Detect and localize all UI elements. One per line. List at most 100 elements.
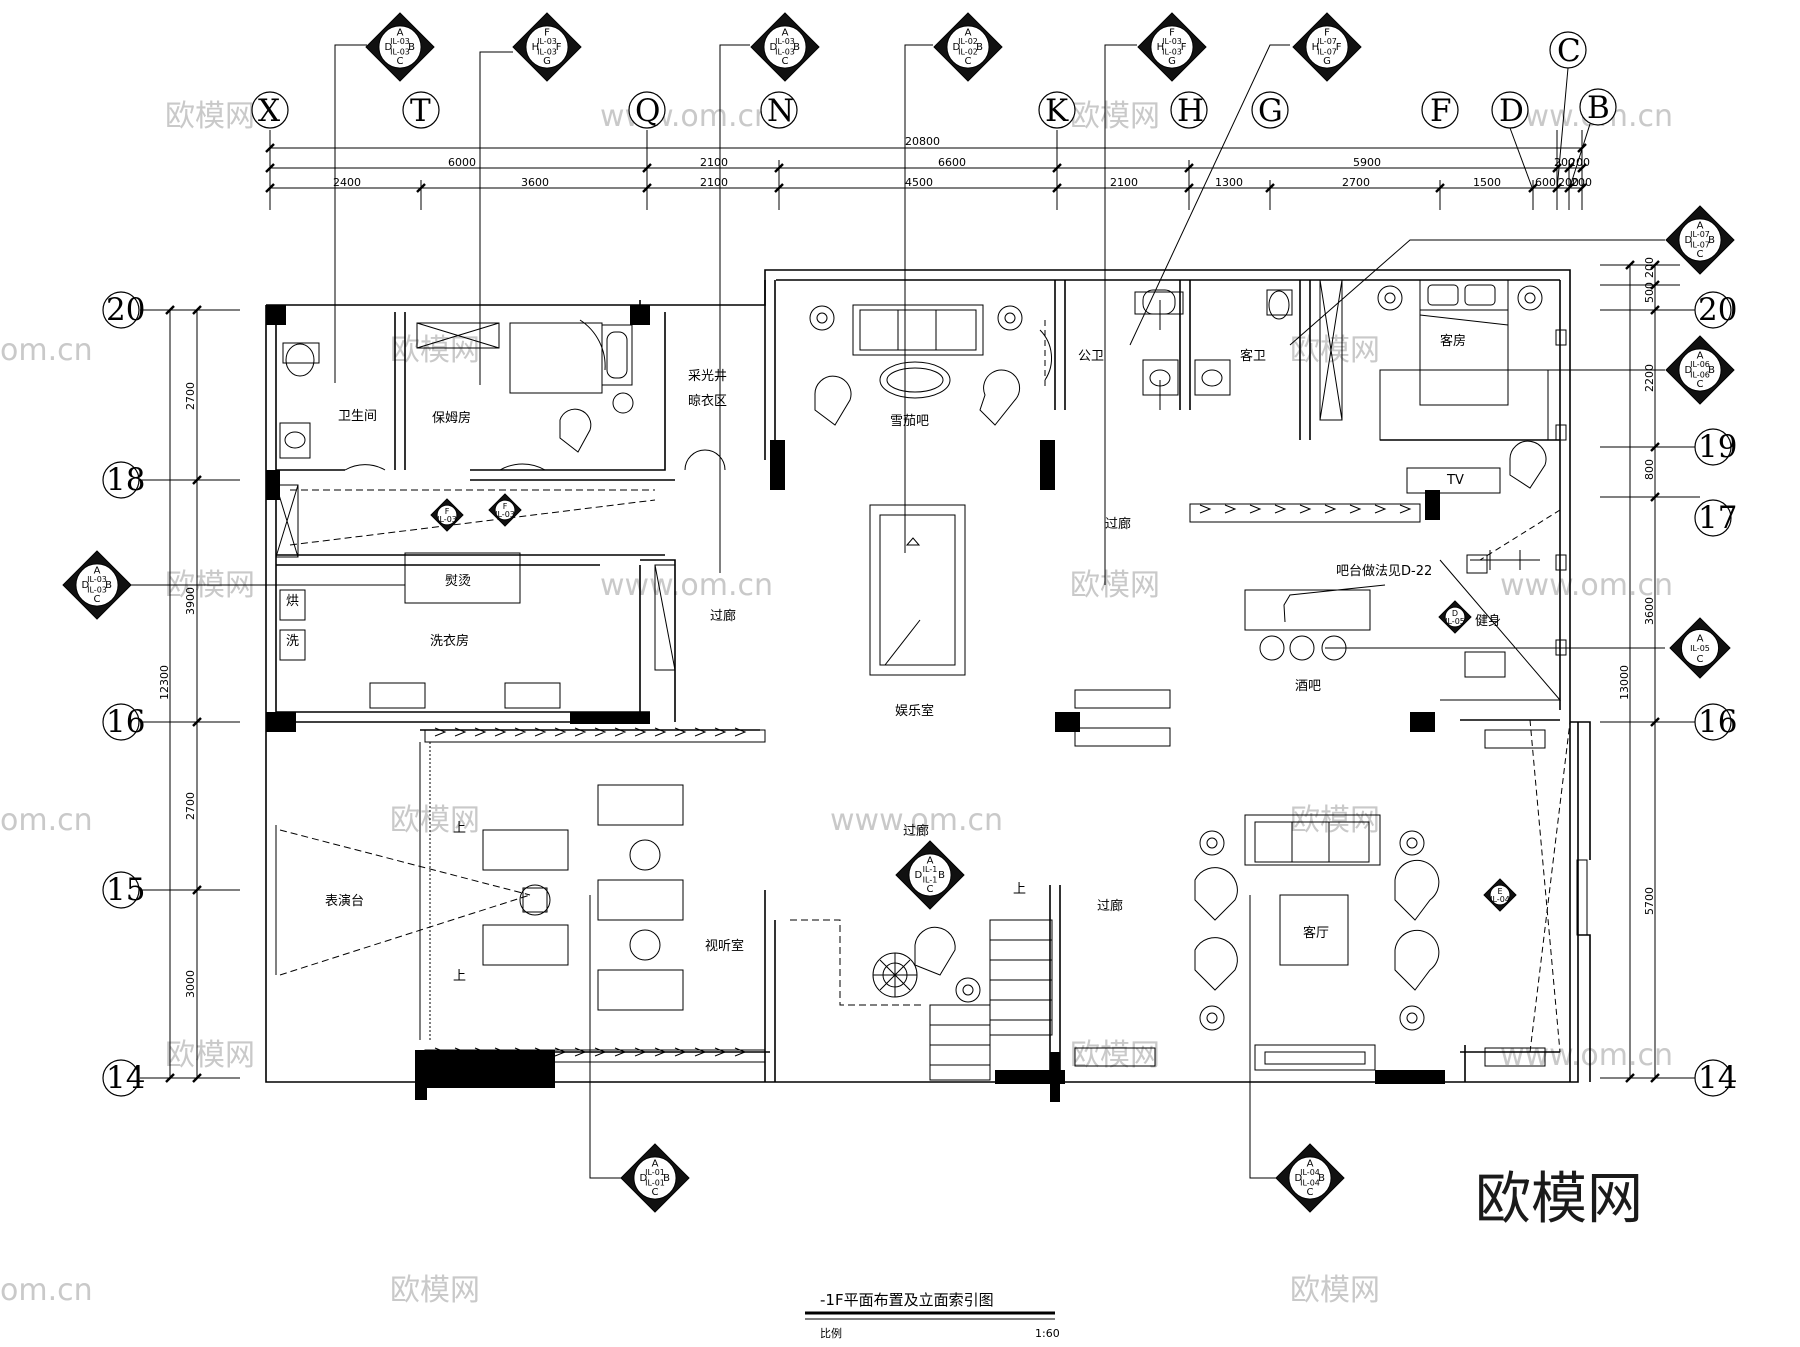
- index-symbol: EIL-04: [1483, 878, 1517, 912]
- index-letter: D: [953, 42, 961, 53]
- column-axes: [251, 31, 1617, 191]
- index-letter: A: [782, 27, 789, 38]
- index-letter: A: [1307, 1158, 1314, 1169]
- index-circle: [908, 853, 952, 897]
- room-nanny: 保姆房: [432, 410, 471, 426]
- index-letter: A: [927, 855, 934, 866]
- index-ref: IL-03: [437, 515, 457, 524]
- watermark: 欧模网: [390, 1273, 480, 1308]
- index-letter: B: [1318, 1173, 1325, 1184]
- watermark-site: om.cn: [0, 1273, 93, 1308]
- index-ref: IL-03: [775, 37, 795, 46]
- dim-mid-9: 600: [1535, 176, 1556, 189]
- index-letter: A: [94, 565, 101, 576]
- dim-right-5: 3600: [1643, 597, 1656, 625]
- room-bathroom: 卫生间: [338, 409, 377, 424]
- dim-left-4: 3000: [184, 970, 197, 998]
- index-letter: F: [503, 502, 508, 511]
- dim-mid-11: 200: [1571, 176, 1592, 189]
- axis-col-b: B: [1587, 90, 1610, 126]
- watermark: 欧模网: [165, 99, 255, 134]
- index-letter: A: [965, 27, 972, 38]
- drawing-title: -1F平面布置及立面索引图: [820, 1291, 994, 1309]
- axis-row-15-left: 15: [106, 872, 145, 908]
- room-laundry: 洗衣房: [430, 633, 469, 649]
- cabinets: [275, 279, 1546, 1071]
- row-axes-left: [102, 291, 140, 1097]
- label-up-3: 上: [1013, 882, 1026, 897]
- index-ref: IL-06: [1690, 370, 1710, 379]
- index-letter: B: [1708, 365, 1715, 376]
- index-letter: F: [445, 507, 450, 516]
- index-circle: [1680, 628, 1720, 668]
- dim-mid-1: 2400: [333, 176, 361, 189]
- label-tv: TV: [1446, 473, 1464, 488]
- index-ref: IL-03: [1162, 47, 1182, 56]
- room-drying: 晾衣区: [688, 393, 727, 409]
- axis-row-16-left: 16: [106, 704, 145, 740]
- index-letter: E: [1497, 887, 1502, 896]
- right-dimensions: [1600, 260, 1700, 1083]
- room-public-wc: 公卫: [1078, 349, 1104, 364]
- stage: [275, 742, 431, 1040]
- watermark: 欧模网: [165, 1038, 255, 1073]
- index-letter: A: [397, 27, 404, 38]
- dim-right-1: 200: [1643, 257, 1656, 278]
- dim-mid-7: 2700: [1342, 176, 1370, 189]
- axis-col-n: N: [767, 93, 794, 129]
- index-letter: C: [652, 1187, 659, 1198]
- dim-right-3: 2200: [1643, 364, 1656, 392]
- index-letter: H: [1312, 42, 1320, 53]
- axis-col-g: G: [1258, 93, 1283, 129]
- axis-row-17-right: 17: [1698, 500, 1737, 536]
- watermark: 欧模网: [1070, 99, 1160, 134]
- index-ref: IL-04: [1490, 895, 1510, 904]
- index-circle: [946, 25, 990, 69]
- watermarks: 欧模网 欧模网 欧模网 欧模网 欧模网 欧模网 欧模网 欧模网 欧模网 欧模网 …: [0, 99, 1673, 1308]
- index-ref: IL-03: [775, 47, 795, 56]
- dim-top-2: 2100: [700, 156, 728, 169]
- dim-top-6: 200: [1569, 156, 1590, 169]
- dim-top-1: 6000: [448, 156, 476, 169]
- scale-value: 1:60: [1035, 1327, 1060, 1340]
- index-ref: IL-1: [923, 875, 938, 884]
- index-letter: G: [543, 56, 551, 67]
- index-letter: D: [1295, 1173, 1303, 1184]
- index-symbol: FIL-03: [488, 493, 522, 527]
- axis-col-h: H: [1177, 93, 1204, 129]
- dim-mid-2: 3600: [521, 176, 549, 189]
- dim-right-6: 5700: [1643, 887, 1656, 915]
- watermark: 欧模网: [1290, 333, 1380, 368]
- top-dimensions: [265, 130, 1587, 210]
- room-fitness: 健身: [1475, 613, 1501, 629]
- index-letter: F: [1336, 42, 1342, 53]
- index-circle: [1678, 348, 1722, 392]
- axis-col-t: T: [410, 93, 431, 129]
- index-letter: F: [1324, 27, 1330, 38]
- index-ref: IL-07: [1690, 230, 1710, 239]
- axis-col-f: F: [1430, 93, 1452, 129]
- index-circle: [1288, 1156, 1332, 1200]
- index-circle: [378, 25, 422, 69]
- index-letter: F: [1181, 42, 1187, 53]
- index-circle: [525, 25, 569, 69]
- axis-row-19-right: 19: [1698, 429, 1737, 465]
- dim-left-1: 2700: [184, 382, 197, 410]
- dim-mid-5: 2100: [1110, 176, 1138, 189]
- index-letter: D: [770, 42, 778, 53]
- index-ref: IL-02: [958, 37, 978, 46]
- index-circle: [75, 563, 119, 607]
- watermark-site: www.om.cn: [830, 803, 1003, 838]
- axis-col-x: X: [258, 93, 280, 129]
- axis-row-18-left: 18: [106, 462, 145, 498]
- dim-left-2: 3900: [184, 587, 197, 615]
- brand-logo: 欧模网: [1475, 1167, 1643, 1232]
- index-ref: IL-03: [390, 37, 410, 46]
- index-ref: IL-03: [390, 47, 410, 56]
- index-letter: G: [1323, 56, 1331, 67]
- index-letter: C: [1697, 249, 1704, 260]
